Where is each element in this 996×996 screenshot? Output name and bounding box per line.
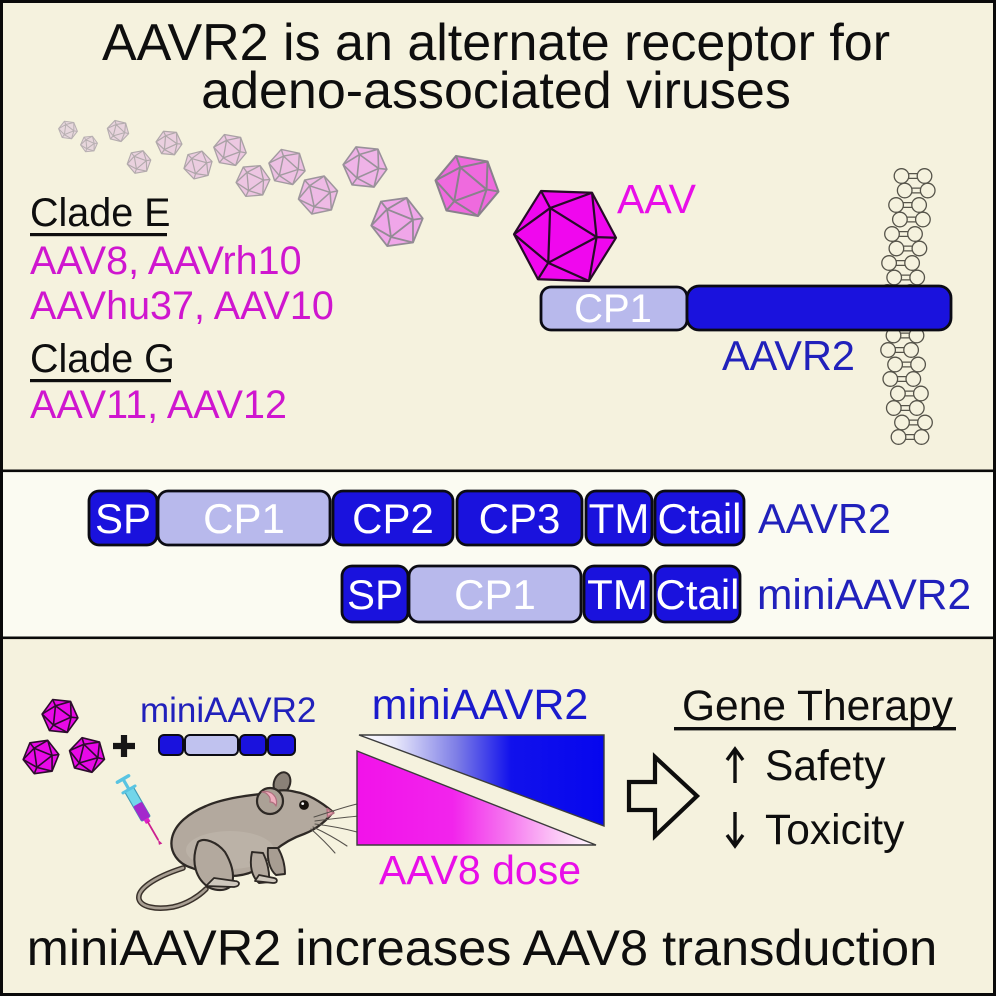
svg-text:miniAAVR2 increases AAV8 trans: miniAAVR2 increases AAV8 transduction xyxy=(27,919,937,976)
svg-text:CP2: CP2 xyxy=(352,495,434,542)
svg-text:AAV8, AAVrh10: AAV8, AAVrh10 xyxy=(30,239,302,283)
svg-text:SP: SP xyxy=(95,495,151,542)
svg-text:miniAAVR2: miniAAVR2 xyxy=(372,681,589,729)
svg-text:Safety: Safety xyxy=(765,743,886,790)
svg-text:Clade E: Clade E xyxy=(30,191,171,235)
svg-text:miniAAVR2: miniAAVR2 xyxy=(140,691,316,730)
svg-text:CP1: CP1 xyxy=(203,495,285,542)
svg-text:AAVR2 is an alternate receptor: AAVR2 is an alternate receptor for xyxy=(102,14,890,72)
svg-text:SP: SP xyxy=(347,571,403,618)
svg-text:miniAAVR2: miniAAVR2 xyxy=(757,572,971,619)
svg-text:AAV: AAV xyxy=(617,176,697,222)
svg-text:TM: TM xyxy=(587,571,648,618)
svg-text:CP1: CP1 xyxy=(454,571,536,618)
svg-text:AAVhu37, AAV10: AAVhu37, AAV10 xyxy=(30,284,334,328)
svg-text:Ctail: Ctail xyxy=(655,571,739,618)
svg-text:AAVR2: AAVR2 xyxy=(722,332,855,379)
svg-text:Clade G: Clade G xyxy=(30,337,175,381)
svg-text:TM: TM xyxy=(589,495,650,542)
svg-text:Ctail: Ctail xyxy=(657,495,741,542)
svg-text:CP1: CP1 xyxy=(574,287,652,331)
svg-text:Gene Therapy: Gene Therapy xyxy=(682,683,954,730)
svg-text:AAVR2: AAVR2 xyxy=(758,495,891,542)
svg-text:AAV11, AAV12: AAV11, AAV12 xyxy=(30,383,287,427)
svg-text:CP3: CP3 xyxy=(479,495,561,542)
svg-text:Toxicity: Toxicity xyxy=(765,807,905,854)
svg-text:AAV8 dose: AAV8 dose xyxy=(379,847,581,893)
svg-text:adeno-associated viruses: adeno-associated viruses xyxy=(201,62,791,120)
